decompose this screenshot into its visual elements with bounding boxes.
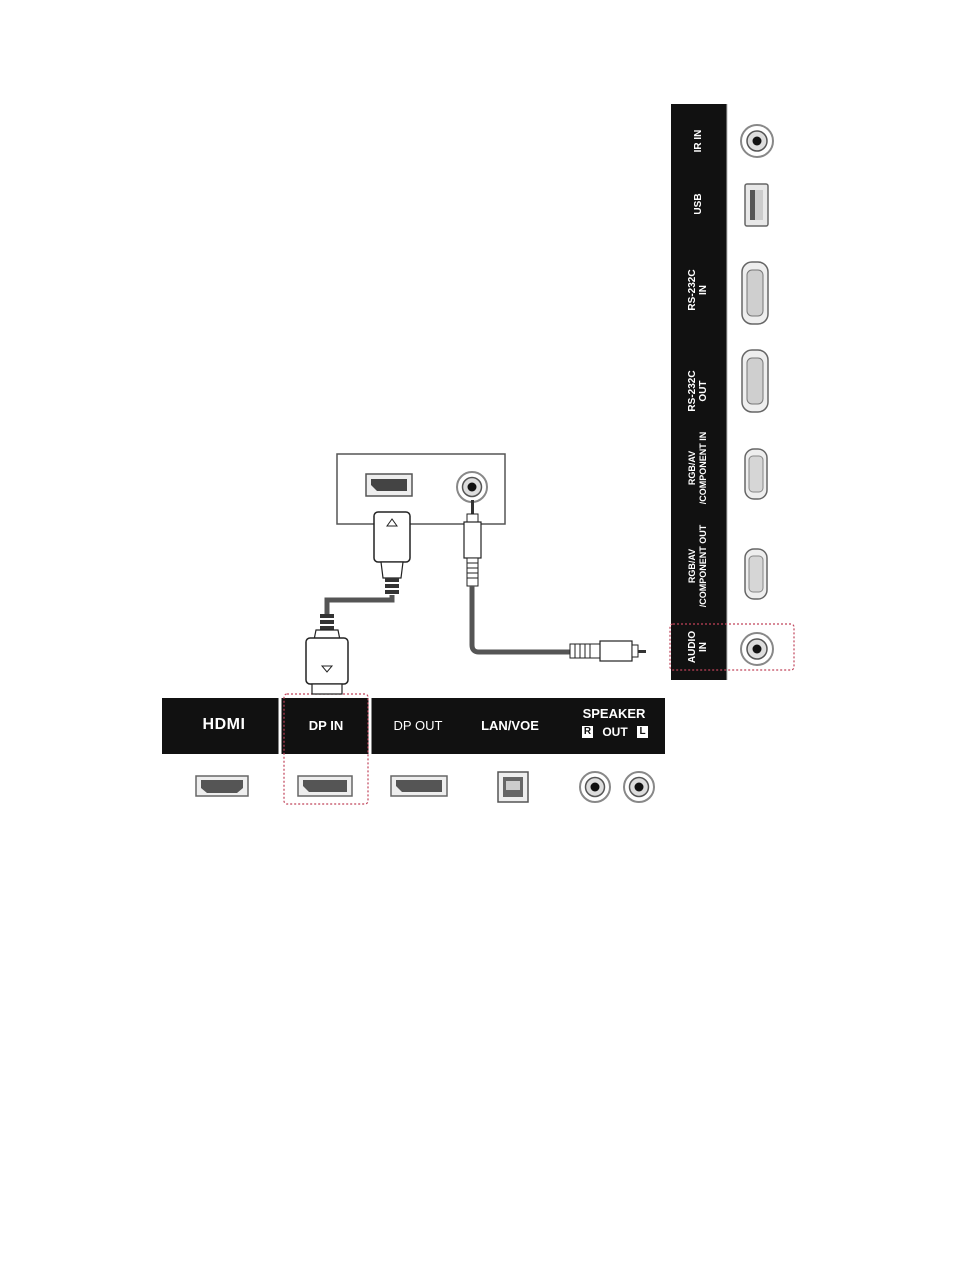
ir-in-jack: [741, 125, 773, 157]
speaker-l-badge: L: [637, 726, 648, 738]
hdmi-label: HDMI: [192, 716, 256, 734]
lan-voe-label: LAN/VOE: [468, 718, 552, 733]
dp-out-label: DP OUT: [376, 718, 460, 733]
speaker-label: SPEAKER: [572, 706, 656, 721]
source-device: [337, 454, 505, 524]
dp-in-port: [298, 776, 352, 796]
audio-in-jack: [741, 633, 773, 665]
displayport-cable: [306, 512, 410, 694]
speaker-out-row: R OUT L: [582, 724, 648, 740]
hdmi-port: [196, 776, 248, 796]
speaker-out-l-jack: [624, 772, 654, 802]
dp-in-label: DP IN: [286, 718, 366, 733]
rs232c-out-port: [742, 350, 768, 412]
rs232c-in-port: [742, 262, 768, 324]
usb-label: USB: [693, 154, 705, 254]
usb-port: [745, 184, 768, 226]
lan-port: [498, 772, 528, 802]
rgb-component-in-port: [745, 449, 767, 499]
speaker-out-label: OUT: [602, 725, 627, 739]
speaker-r-badge: R: [582, 726, 593, 738]
rgb-component-out-port: [745, 549, 767, 599]
speaker-out-r-jack: [580, 772, 610, 802]
dp-out-port: [391, 776, 447, 796]
